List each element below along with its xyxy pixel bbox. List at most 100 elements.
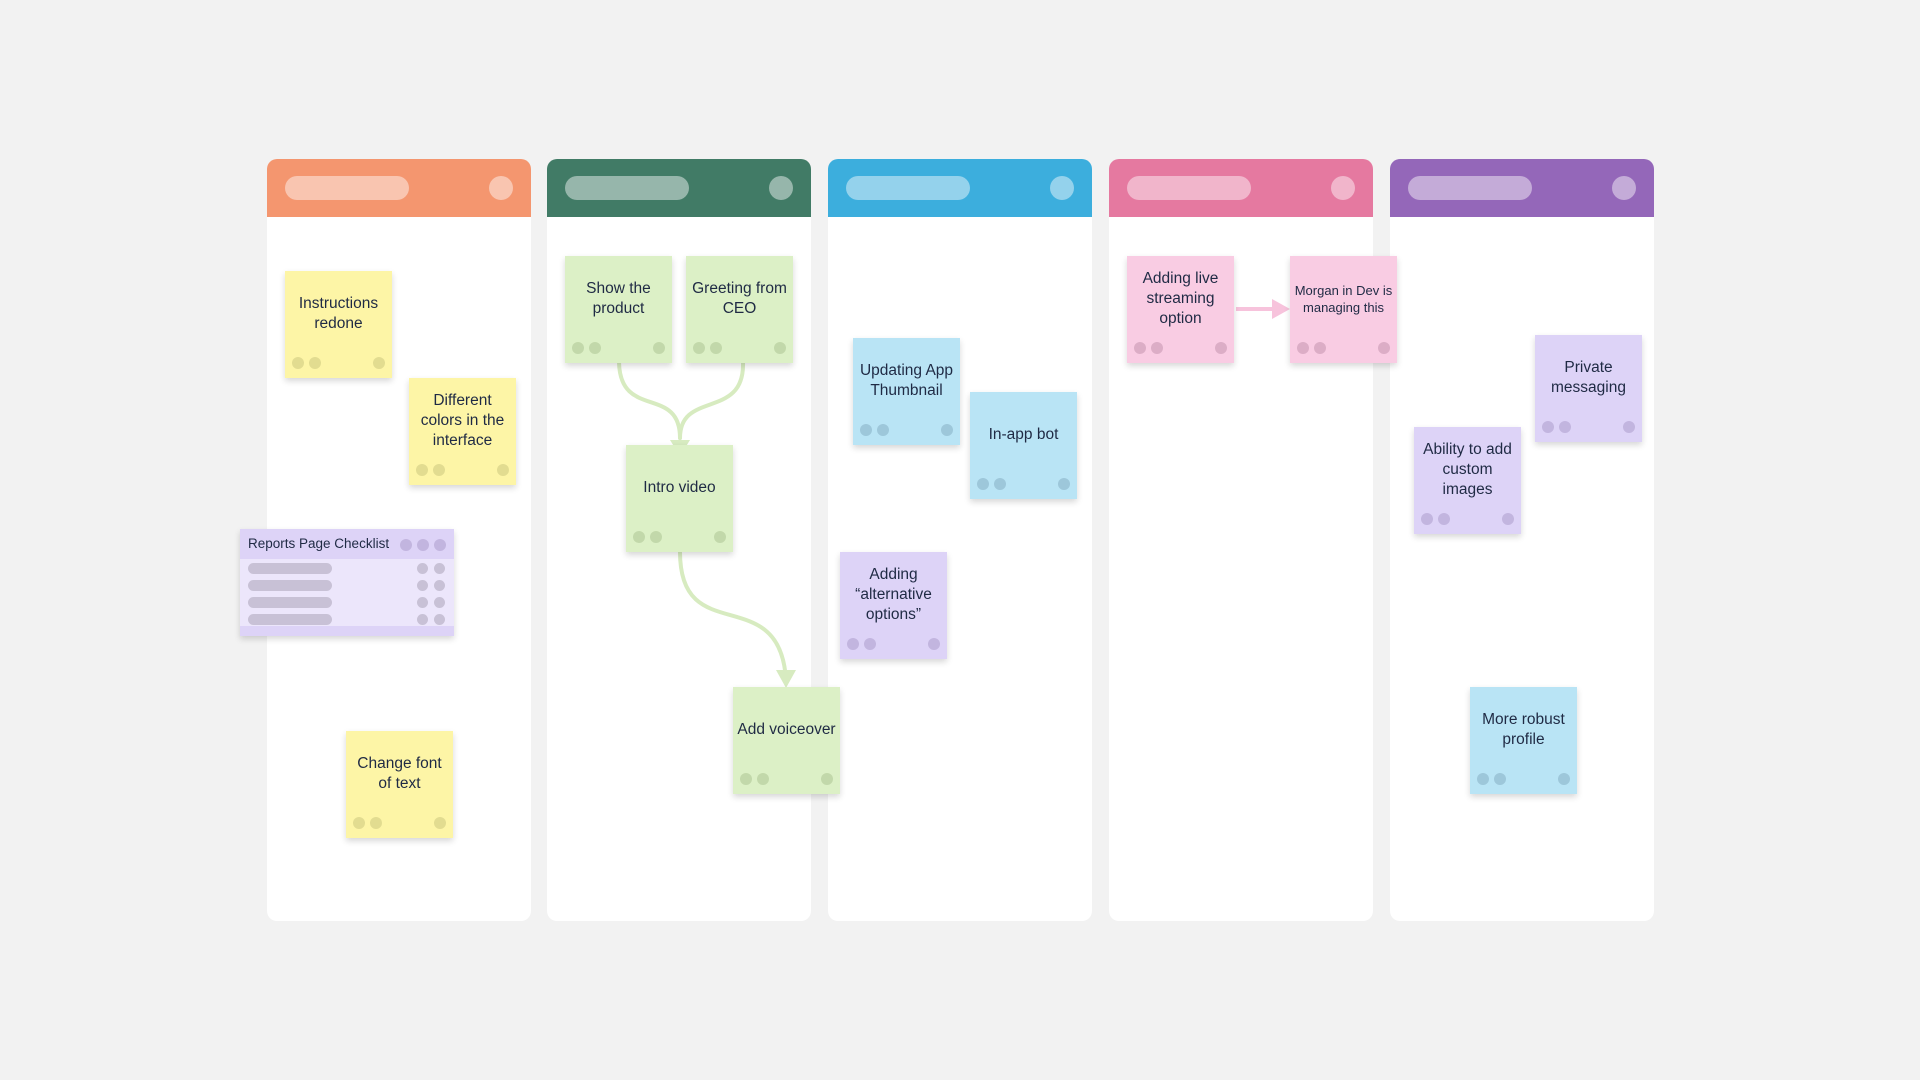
dot-icon bbox=[373, 357, 385, 369]
checklist-item-placeholder bbox=[248, 614, 332, 625]
dot-icon bbox=[417, 563, 428, 574]
column-title-placeholder bbox=[1127, 176, 1251, 200]
column-title-placeholder bbox=[846, 176, 970, 200]
note-text: Adding live streaming option bbox=[1142, 269, 1219, 327]
note-text: In-app bot bbox=[988, 425, 1059, 443]
dot-icon bbox=[417, 539, 429, 551]
dot-icon bbox=[417, 597, 428, 608]
note-text: More robust profile bbox=[1482, 710, 1565, 748]
checklist-item-placeholder bbox=[248, 597, 332, 608]
dot-icon bbox=[572, 342, 584, 354]
dot-icon bbox=[434, 817, 446, 829]
dot-icon bbox=[370, 817, 382, 829]
note-text: Add voiceover bbox=[737, 720, 836, 738]
checklist-header: Reports Page Checklist bbox=[240, 529, 454, 559]
dot-icon bbox=[400, 539, 412, 551]
checklist-row[interactable] bbox=[240, 597, 454, 608]
sticky-note[interactable]: Change font of text bbox=[346, 731, 453, 838]
dot-icon bbox=[1151, 342, 1163, 354]
dot-icon bbox=[1134, 342, 1146, 354]
column-menu-icon[interactable] bbox=[1612, 176, 1636, 200]
dot-icon bbox=[941, 424, 953, 436]
checklist-footer bbox=[240, 626, 454, 636]
dot-icon bbox=[1623, 421, 1635, 433]
note-text: Instructions redone bbox=[298, 294, 379, 332]
dot-icon bbox=[309, 357, 321, 369]
checklist-row[interactable] bbox=[240, 614, 454, 625]
dot-icon bbox=[633, 531, 645, 543]
sticky-note[interactable]: More robust profile bbox=[1470, 687, 1577, 794]
dot-icon bbox=[1297, 342, 1309, 354]
column-title-placeholder bbox=[565, 176, 689, 200]
note-text: Show the product bbox=[586, 279, 651, 317]
checklist-title: Reports Page Checklist bbox=[248, 536, 390, 551]
sticky-note[interactable]: In-app bot bbox=[970, 392, 1077, 499]
column-title-placeholder bbox=[285, 176, 409, 200]
dot-icon bbox=[1058, 478, 1070, 490]
dot-icon bbox=[497, 464, 509, 476]
dot-icon bbox=[417, 614, 428, 625]
note-text: Adding “alternative options” bbox=[855, 565, 932, 623]
sticky-note[interactable]: Add voiceover bbox=[733, 687, 840, 794]
column-header[interactable] bbox=[267, 159, 531, 217]
dot-icon bbox=[1558, 773, 1570, 785]
column-header[interactable] bbox=[1109, 159, 1373, 217]
column-header[interactable] bbox=[828, 159, 1092, 217]
column-menu-icon[interactable] bbox=[489, 176, 513, 200]
reports-checklist-card[interactable]: Reports Page Checklist bbox=[240, 529, 454, 636]
sticky-note[interactable]: Ability to add custom images bbox=[1414, 427, 1521, 534]
dot-icon bbox=[1421, 513, 1433, 525]
dot-icon bbox=[434, 580, 445, 591]
sticky-note[interactable]: Adding live streaming option bbox=[1127, 256, 1234, 363]
board-column-3 bbox=[828, 159, 1092, 921]
sticky-note[interactable]: Show the product bbox=[565, 256, 672, 363]
sticky-note[interactable]: Instructions redone bbox=[285, 271, 392, 378]
dot-icon bbox=[653, 342, 665, 354]
dot-icon bbox=[1438, 513, 1450, 525]
sticky-note[interactable]: Adding “alternative options” bbox=[840, 552, 947, 659]
column-menu-icon[interactable] bbox=[1050, 176, 1074, 200]
checklist-item-placeholder bbox=[248, 563, 332, 574]
sticky-note[interactable]: Updating App Thumbnail bbox=[853, 338, 960, 445]
dot-icon bbox=[433, 464, 445, 476]
column-header[interactable] bbox=[547, 159, 811, 217]
sticky-note[interactable]: Intro video bbox=[626, 445, 733, 552]
dot-icon bbox=[860, 424, 872, 436]
sticky-note[interactable]: Private messaging bbox=[1535, 335, 1642, 442]
note-text: Different colors in the interface bbox=[420, 391, 505, 449]
column-menu-icon[interactable] bbox=[769, 176, 793, 200]
dot-icon bbox=[864, 638, 876, 650]
column-header[interactable] bbox=[1390, 159, 1654, 217]
dot-icon bbox=[1215, 342, 1227, 354]
note-text: Greeting from CEO bbox=[692, 279, 787, 317]
dot-icon bbox=[821, 773, 833, 785]
dot-icon bbox=[416, 464, 428, 476]
dot-icon bbox=[434, 614, 445, 625]
dot-icon bbox=[650, 531, 662, 543]
dot-icon bbox=[434, 539, 446, 551]
sticky-note[interactable]: Greeting from CEO bbox=[686, 256, 793, 363]
dot-icon bbox=[434, 563, 445, 574]
dot-icon bbox=[1502, 513, 1514, 525]
note-text: Ability to add custom images bbox=[1423, 440, 1512, 498]
note-text: Intro video bbox=[643, 478, 716, 496]
dot-icon bbox=[1559, 421, 1571, 433]
note-text: Private messaging bbox=[1551, 358, 1626, 396]
dot-icon bbox=[994, 478, 1006, 490]
dot-icon bbox=[740, 773, 752, 785]
dot-icon bbox=[710, 342, 722, 354]
column-menu-icon[interactable] bbox=[1331, 176, 1355, 200]
sticky-note[interactable]: Different colors in the interface bbox=[409, 378, 516, 485]
note-text: Change font of text bbox=[357, 754, 442, 792]
sticky-note[interactable]: Morgan in Dev is managing this bbox=[1290, 256, 1397, 363]
dot-icon bbox=[977, 478, 989, 490]
checklist-row[interactable] bbox=[240, 580, 454, 591]
dot-icon bbox=[1494, 773, 1506, 785]
checklist-row[interactable] bbox=[240, 563, 454, 574]
dot-icon bbox=[1542, 421, 1554, 433]
checklist-item-placeholder bbox=[248, 580, 332, 591]
dot-icon bbox=[757, 773, 769, 785]
column-title-placeholder bbox=[1408, 176, 1532, 200]
dot-icon bbox=[714, 531, 726, 543]
dot-icon bbox=[292, 357, 304, 369]
